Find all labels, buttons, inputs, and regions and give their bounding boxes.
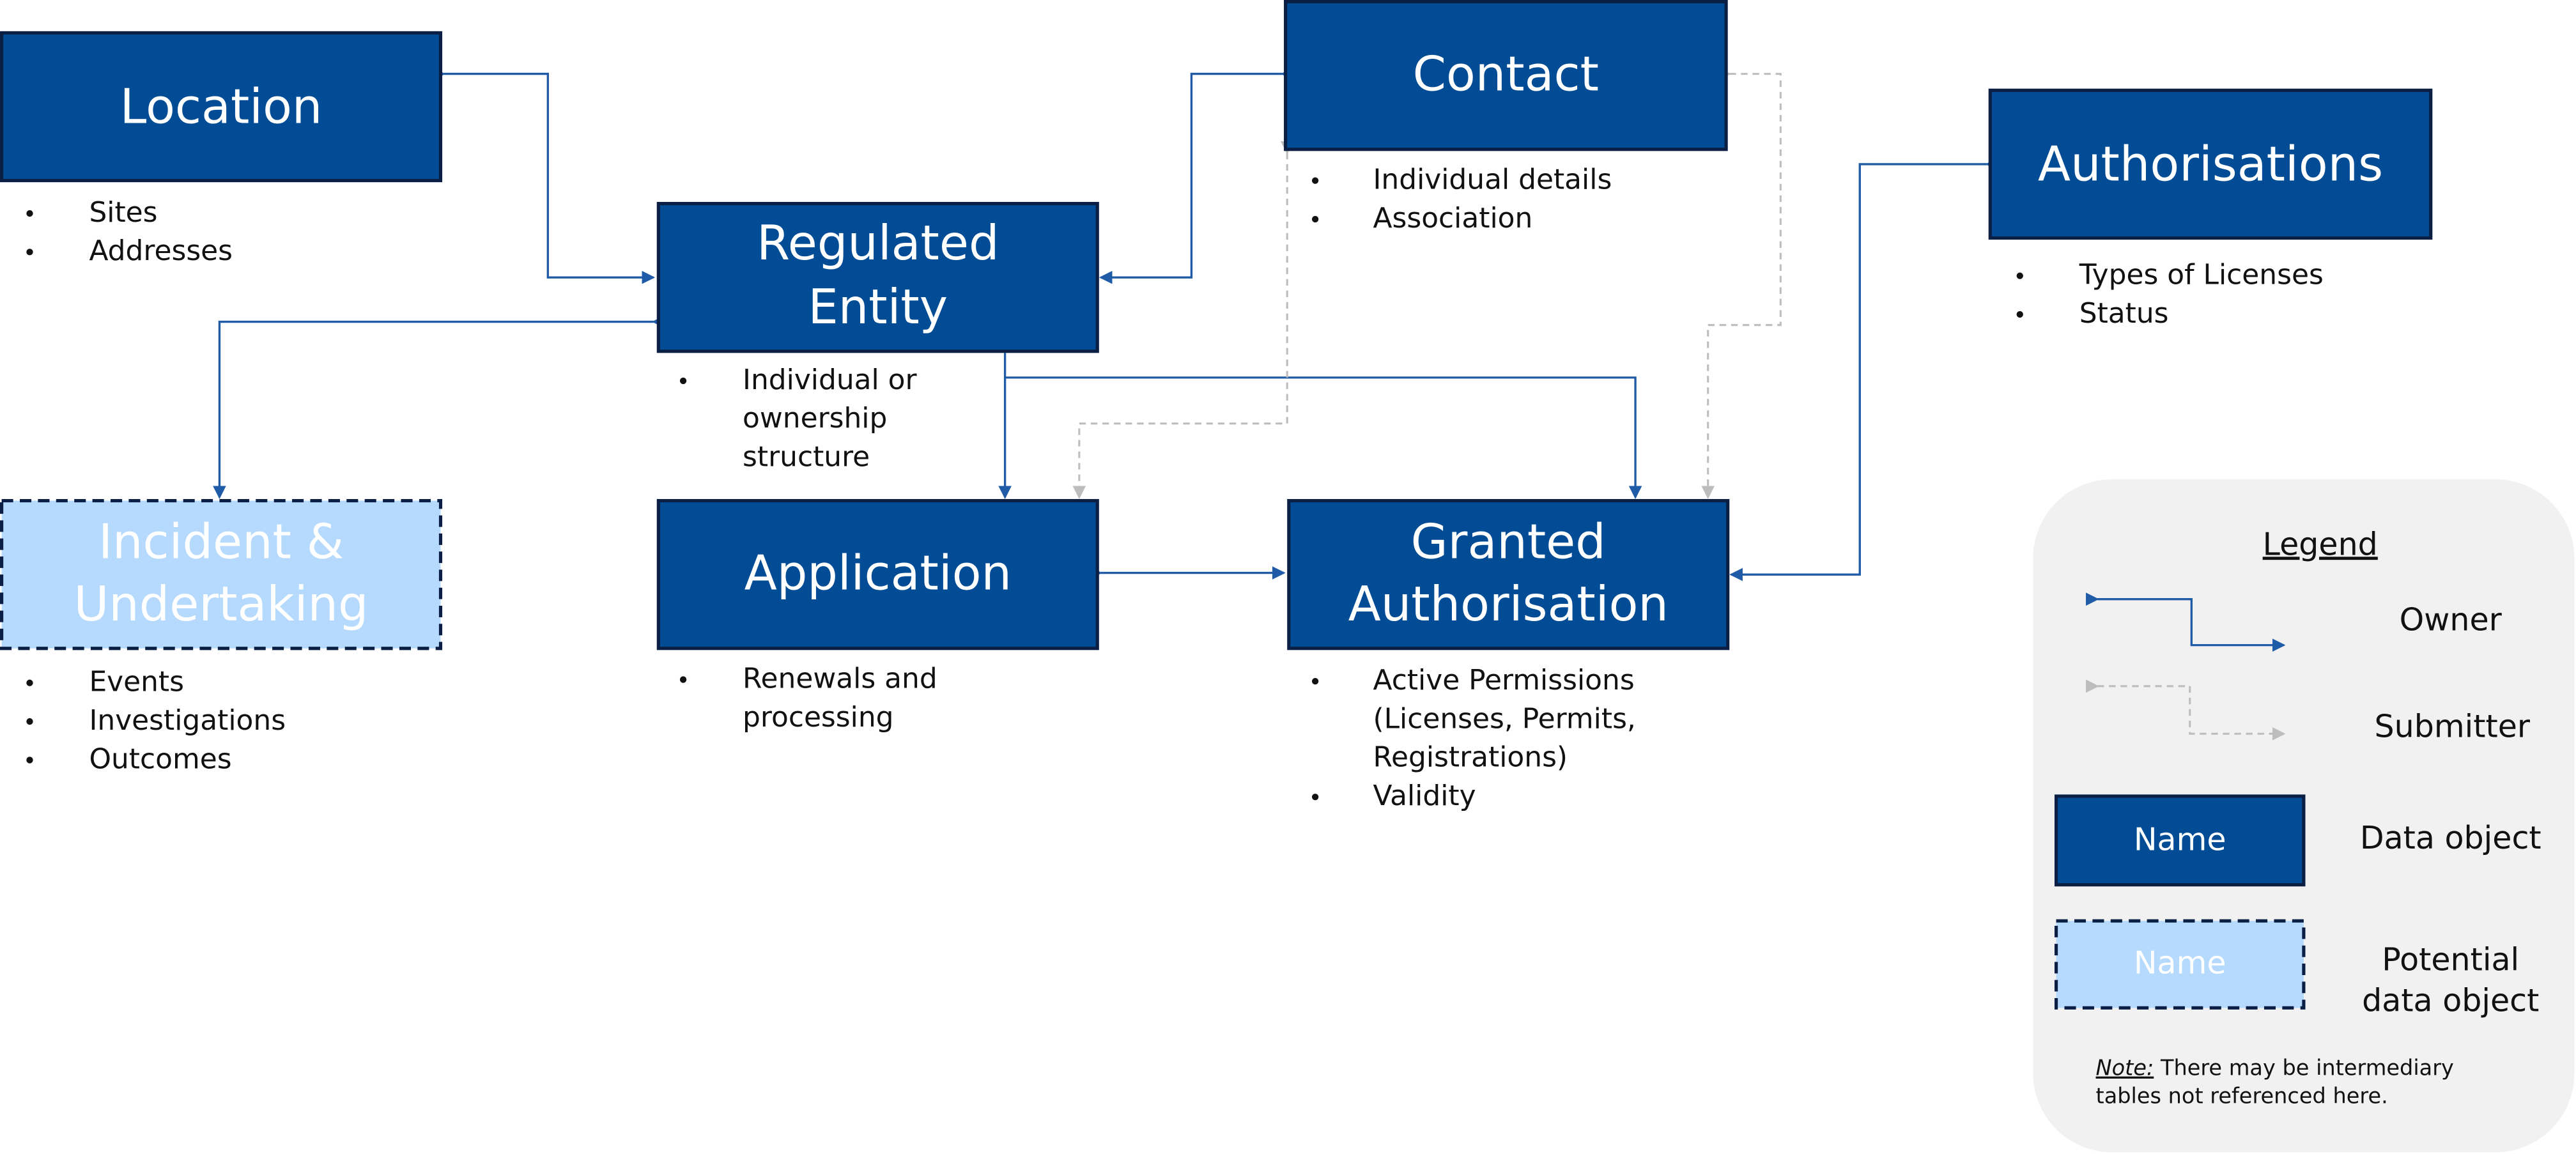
legend-owner-arrow-icon <box>2086 592 2286 652</box>
bullet-dot-icon <box>679 377 687 385</box>
object-bullet-incident-undertaking: Investigations <box>89 704 286 737</box>
legend-submitter-arrow-icon <box>2086 679 2286 741</box>
legend-potential-sample <box>2054 919 2306 1010</box>
object-title-regulated-entity: Entity <box>808 279 948 335</box>
object-title-regulated-entity: Regulated <box>757 215 999 271</box>
object-bullet-application: Renewals and <box>743 663 937 695</box>
legend-potential-label-2: data object <box>2362 983 2539 1019</box>
legend-title: Legend <box>2263 526 2378 562</box>
connector-location-regulated-entity <box>432 67 656 284</box>
object-title-authorisations: Authorisations <box>2038 137 2383 192</box>
object-bullet-granted-authorisation: (Licenses, Permits, <box>1373 702 1635 735</box>
legend-note: Note: There may be intermediary <box>2096 1056 2454 1081</box>
object-bullet-authorisations: Status <box>2079 297 2169 330</box>
legend-data-object-sample-text: Name <box>2134 822 2226 858</box>
legend-note-prefix: Note: <box>2096 1056 2154 1081</box>
object-incident-undertaking: Incident & UndertakingEventsInvestigation… <box>0 498 443 775</box>
legend-submitter-label: Submitter <box>2375 709 2531 745</box>
bullet-dot-icon <box>26 210 33 217</box>
object-box-contact <box>1284 0 1728 151</box>
object-title-granted-authorisation: Granted <box>1411 514 1606 570</box>
legend-note-line-1: There may be intermediary <box>2154 1056 2454 1081</box>
object-box-granted-authorisation <box>1287 498 1730 650</box>
object-bullet-granted-authorisation: Registrations) <box>1373 741 1568 774</box>
bullet-dot-icon <box>1311 177 1319 184</box>
object-bullet-regulated-entity: structure <box>743 441 870 473</box>
bullet-dot-icon <box>26 249 33 256</box>
connector-contact-regulated-entity <box>1099 67 1294 284</box>
connector-regulated-entity-granted <box>1005 376 1642 499</box>
object-title-granted-authorisation: Authorisation <box>1348 576 1669 632</box>
connector-contact-application-submitter <box>1072 141 1294 499</box>
legend-data-object-label: Data object <box>2360 820 2541 856</box>
object-box-regulated-entity <box>656 201 1099 353</box>
object-title-location: Location <box>120 79 323 135</box>
object-bullet-location: Sites <box>89 196 157 229</box>
connector-authorisations-granted <box>1729 157 1999 581</box>
bullet-dot-icon <box>2016 272 2023 279</box>
bullet-dot-icon <box>679 676 687 683</box>
legend-potential-sample-text: Name <box>2134 945 2226 981</box>
object-bullet-contact: Individual details <box>1373 164 1612 196</box>
object-title-incident-undertaking: Undertaking <box>73 576 368 632</box>
object-box-authorisations <box>1988 88 2433 240</box>
bullet-dot-icon <box>26 718 33 725</box>
object-bullet-granted-authorisation: Active Permissions <box>1373 664 1634 696</box>
bullet-dot-icon <box>26 679 33 686</box>
bullet-dot-icon <box>1311 215 1319 223</box>
legend-data-object-sample <box>2054 794 2306 887</box>
object-bullet-application: processing <box>743 701 893 734</box>
legend-owner-label: Owner <box>2400 602 2503 638</box>
bullet-dot-icon <box>1311 794 1319 801</box>
object-box-incident-undertaking <box>0 498 443 650</box>
object-bullet-incident-undertaking: Events <box>89 666 184 698</box>
connectors <box>213 67 1999 581</box>
bullet-dot-icon <box>2016 311 2023 318</box>
object-title-incident-undertaking: Incident & <box>98 514 344 570</box>
object-bullet-regulated-entity: Individual or <box>743 364 917 396</box>
object-bullet-incident-undertaking: Outcomes <box>89 742 231 775</box>
object-box-location <box>0 31 443 183</box>
legend-panel: Legend Owner Submitter Name Data object … <box>2033 479 2575 1153</box>
object-bullet-regulated-entity: ownership <box>743 402 887 435</box>
bullet-dot-icon <box>1311 677 1319 685</box>
object-bullet-location: Addresses <box>89 235 233 267</box>
object-title-application: Application <box>744 545 1012 601</box>
legend-potential-label-1: Potential <box>2382 941 2519 978</box>
object-box-application <box>656 498 1099 650</box>
connector-regulated-entity-incident <box>213 315 665 499</box>
bullet-dot-icon <box>26 757 33 764</box>
object-bullet-authorisations: Types of Licenses <box>2079 259 2324 291</box>
object-bullet-contact: Association <box>1373 202 1532 235</box>
object-bullet-granted-authorisation: Validity <box>1373 780 1476 812</box>
object-title-contact: Contact <box>1413 46 1599 102</box>
legend-note-line-2: tables not referenced here. <box>2096 1083 2388 1108</box>
